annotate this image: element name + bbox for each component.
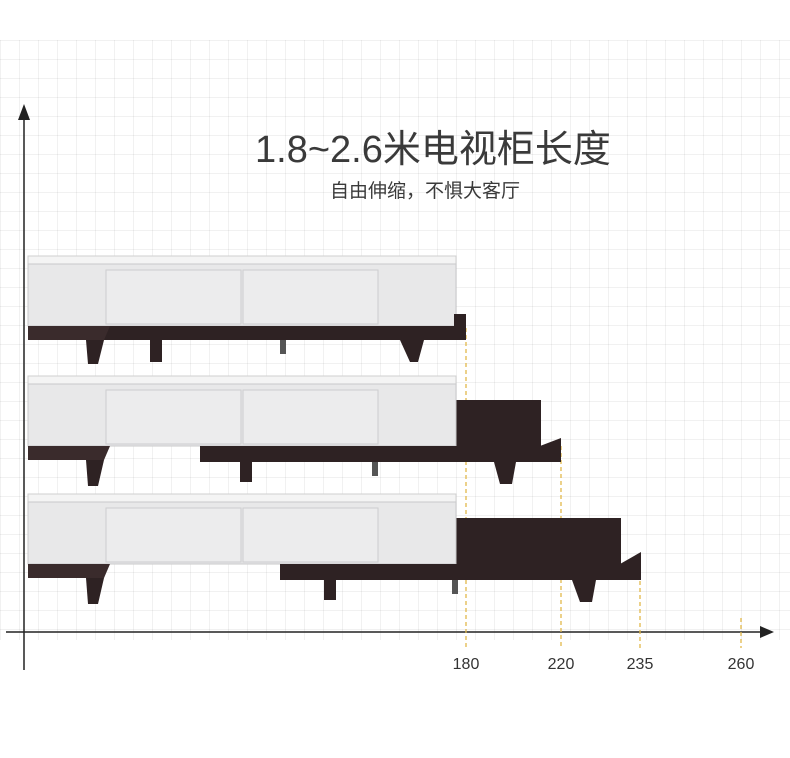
length-guides [465,328,742,648]
x-tick-label-220: 220 [547,656,575,673]
tv-cabinet-180 [27,255,466,364]
page-title: 1.8~2.6米电视柜长度 [255,129,611,171]
page-subtitle: 自由伸缩，不惧大客厅 [330,181,521,202]
tv-cabinet-235 [27,493,641,604]
x-tick-label-260: 260 [727,656,755,673]
axes [6,104,774,670]
tv-cabinet-220 [27,375,561,486]
x-tick-label-180: 180 [452,656,480,673]
y-axis-arrow-icon [18,104,30,120]
x-tick-label-235: 235 [626,656,654,673]
x-axis-arrow-icon [760,626,774,638]
